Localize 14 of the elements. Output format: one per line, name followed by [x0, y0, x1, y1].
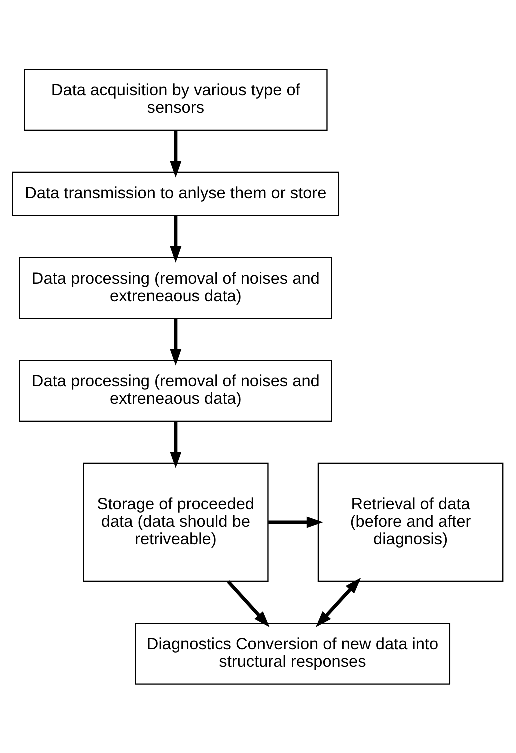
- arrow: [170, 420, 182, 468]
- arrow: [268, 516, 324, 528]
- node-box: Data acquisition by various type of sensors: [24, 68, 328, 131]
- node-box: Storage of proceeded data (data should be retriveable): [83, 462, 269, 582]
- node-box: Retrieval of data (before and after diagnosis): [318, 462, 504, 582]
- arrow: [316, 577, 362, 627]
- arrow: [227, 580, 270, 627]
- arrow: [170, 216, 182, 262]
- node-box: Data transmission to anlyse them or store: [12, 171, 340, 216]
- arrow: [170, 130, 182, 178]
- node-box: Data processing (removal of noises and extreneaous data): [19, 360, 332, 422]
- arrow: [170, 318, 182, 366]
- node-box: Diagnostics Conversion of new data into structural responses: [135, 622, 451, 684]
- node-box: Data processing (removal of noises and extreneaous data): [19, 256, 332, 319]
